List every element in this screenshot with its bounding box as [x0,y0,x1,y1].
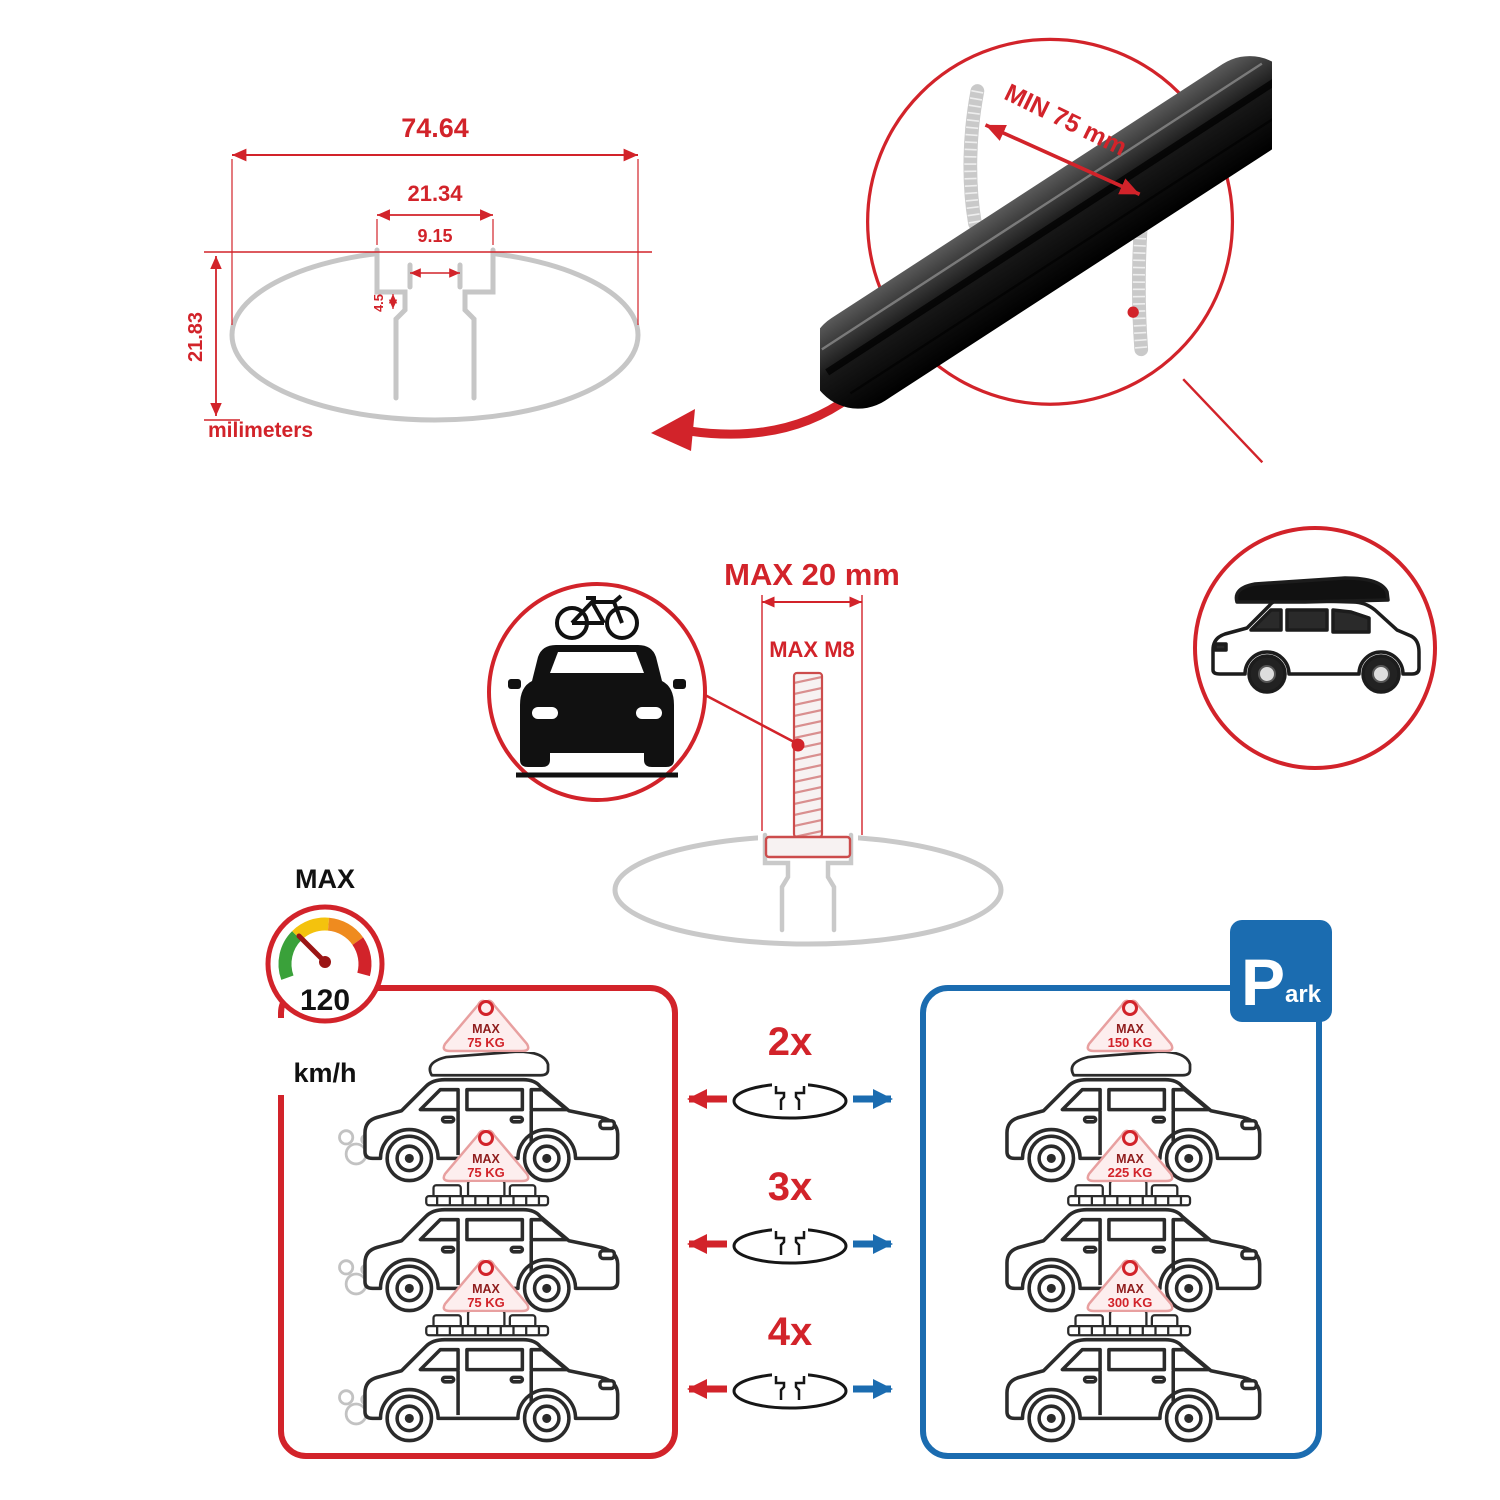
bolt-diagram: MAX 20 mm MAX M8 [612,557,1004,947]
dim-lip-height: 4.5 [371,294,386,312]
svg-text:75 KG: 75 KG [467,1295,505,1310]
crossbar-profile-ellipse [229,247,641,423]
load-tag: MAX 300 KG [1086,1259,1174,1313]
crossbar-dimension-diagram: 74.64 21.34 9.15 4.5 21.83 milimeters [185,113,652,442]
svg-text:75 KG: 75 KG [467,1035,505,1050]
dim-inner-width: 9.15 [417,226,452,246]
svg-text:75 KG: 75 KG [467,1165,505,1180]
bike-icon [555,594,639,640]
gauge-needle [296,933,328,965]
suv-illustration [1211,576,1421,694]
pointer-arrow-icon [651,393,853,451]
bar-count-column: 2x 3x 4x [687,1020,893,1410]
load-tag: MAX 225 KG [1086,1129,1174,1183]
bar-profile-icon [732,1078,848,1120]
car-front-icon [508,645,686,778]
speed-value: 120 [300,984,350,1017]
load-tag: MAX 150 KG [1086,999,1174,1053]
crossbar-3d-detail: MIN 75 mm [820,37,1272,464]
load-tag: MAX 75 KG [442,1129,530,1183]
bar-profile-icon [732,1223,848,1265]
roof-box-icon [1234,576,1390,604]
dim-opening-width: 21.34 [407,181,463,206]
dim-total-height: 21.83 [185,312,207,362]
bar-count-label: 2x [768,1020,813,1064]
suv-roofbox-circle [1193,526,1437,770]
park-sign-letter: P [1240,944,1285,1019]
driving-limits-box [278,985,678,1459]
svg-text:MAX: MAX [472,1282,500,1296]
driving-car [338,1312,620,1443]
svg-text:225 KG: 225 KG [1108,1165,1153,1180]
parking-limits-box [920,985,1322,1459]
svg-text:MAX: MAX [1116,1152,1144,1166]
detail-circle-outline [866,37,1235,406]
crossbar-bar-3d [820,56,1272,409]
bar-count-label: 3x [768,1165,813,1209]
bar-count-label: 4x [768,1310,813,1354]
parked-car [1005,1312,1262,1443]
speed-units: km/h [293,1058,356,1088]
crossbar-slot-profile [374,247,496,401]
bolt-max-thread-label: MAX M8 [769,637,855,662]
bolt-max-width-label: MAX 20 mm [724,557,900,592]
load-tag: MAX 75 KG [442,999,530,1053]
svg-text:MAX: MAX [472,1152,500,1166]
dim-total-width: 74.64 [401,113,469,143]
t-bolt-icon [764,671,852,859]
bolt-point-dot [791,738,805,752]
speed-max-label: MAX [295,864,355,894]
svg-text:MAX: MAX [1116,1022,1144,1036]
svg-text:MAX: MAX [472,1022,500,1036]
svg-text:300 KG: 300 KG [1108,1295,1153,1310]
park-sign-suffix: ark [1284,981,1322,1008]
svg-text:150 KG: 150 KG [1108,1035,1153,1050]
speed-limit-gauge: MAX 120 km/h [259,864,391,1095]
min-span-label: MIN 75 mm [1000,79,1131,162]
svg-text:MAX: MAX [1116,1282,1144,1296]
load-tag: MAX 75 KG [442,1259,530,1313]
dim-units-label: milimeters [208,419,313,442]
strap-point-dot [1127,306,1139,318]
bar-profile-icon [732,1368,848,1410]
car-bike-circle [487,582,707,802]
